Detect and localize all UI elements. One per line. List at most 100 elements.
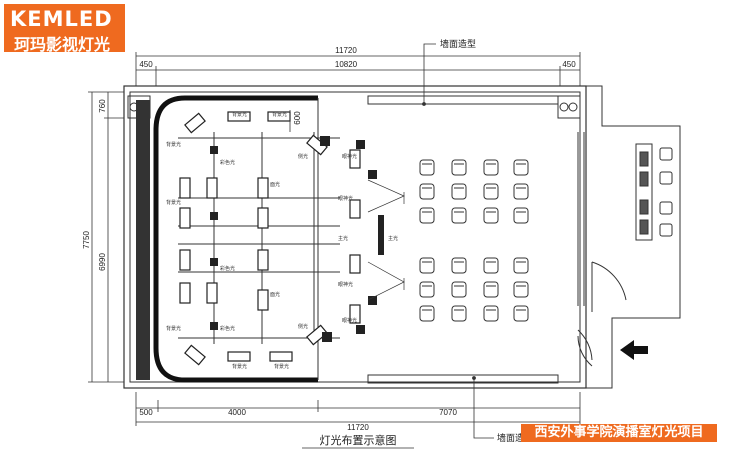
callout-wall-bottom: 墙面造型 [497, 432, 533, 443]
callout-leaders [422, 43, 494, 439]
door-swing [577, 335, 593, 367]
spot-lamp [210, 322, 218, 330]
annex-wall [586, 254, 681, 389]
operator-chair [659, 201, 673, 215]
kemled-logo: KEMLED 珂玛影视灯光 [4, 4, 125, 54]
audience-chair [419, 159, 435, 176]
lamp-label: 背景光 [274, 363, 289, 370]
lamp-labels: 背景光 背景光 背景光 背景光 背景光 背景光 背景光 彩色光 彩色光 彩色光 … [166, 111, 398, 370]
project-title-banner: 西安外事学院演播室灯光项目 [521, 424, 717, 442]
audience-chair [483, 305, 499, 322]
callout-dot [472, 376, 476, 380]
lamp-label: 背景光 [232, 111, 247, 118]
lamp-label: 眼神光 [342, 153, 357, 160]
dim-stage-offset: 600 [293, 111, 302, 125]
lamp-label: 主光 [338, 235, 348, 242]
audience-chair [419, 183, 435, 200]
soft-panel-light [179, 249, 191, 271]
lamp-label: 主光 [388, 235, 398, 242]
soft-panel-light [179, 282, 191, 304]
annex-wall [586, 85, 681, 254]
audience-chair [451, 257, 467, 274]
soft-panel-light [349, 199, 361, 219]
monitor [639, 219, 649, 235]
dim-left-outer: 7750 [82, 231, 91, 249]
spot-lamps [210, 136, 384, 342]
lamp-label: 眼神光 [338, 195, 353, 202]
lamp-label: 背景光 [272, 111, 287, 118]
operator-chair [659, 147, 673, 161]
lamp-label: 眼神光 [338, 281, 353, 288]
audience-chair [513, 183, 529, 200]
audience-chair [483, 183, 499, 200]
soft-panel-light [206, 282, 218, 304]
lamp-label: 面光 [270, 181, 280, 188]
audience-chair [451, 159, 467, 176]
audience-chair [419, 207, 435, 224]
entrance-arrow-icon [620, 340, 648, 360]
audience-chair [419, 305, 435, 322]
audience-chair [483, 207, 499, 224]
lighting-grid [178, 132, 340, 344]
soft-panel-light [179, 207, 191, 229]
cyclorama [153, 95, 318, 383]
lamp-label: 面光 [270, 291, 280, 298]
lamp-label: 彩色光 [220, 325, 235, 332]
soft-panel-light [227, 111, 251, 122]
control-desk [635, 143, 673, 241]
monitor [639, 151, 649, 167]
outer-wall [123, 85, 587, 389]
soft-panel-light [306, 324, 328, 346]
feature-wall-top [367, 95, 559, 105]
audience-chair [419, 281, 435, 298]
building-shell [123, 85, 681, 389]
audience-chair [419, 257, 435, 274]
lamp-label: 侧光 [298, 153, 308, 160]
dim-top-total: 11720 [335, 46, 357, 55]
column-top-right-marker [559, 102, 569, 112]
lamp-label: 侧光 [298, 323, 308, 330]
spot-lamp [368, 296, 377, 305]
spot-lamp [210, 146, 218, 154]
spot-lamp [368, 170, 377, 179]
soft-panel-light [206, 177, 218, 199]
callout-leader [473, 378, 494, 439]
lamp-label: 背景光 [166, 199, 181, 206]
dim-top-right: 450 [562, 60, 576, 69]
soft-panel-light [349, 304, 361, 324]
callout-leader [423, 43, 436, 104]
lamp-label: 彩色光 [220, 265, 235, 272]
lamp-label: 眼神光 [342, 317, 357, 324]
audience-chair [451, 305, 467, 322]
dim-top-inner: 10820 [335, 60, 358, 69]
diagram-caption: 灯光布置示意图 [320, 433, 397, 447]
lamp-label: 彩色光 [220, 159, 235, 166]
door-swing [591, 261, 627, 301]
column-top-right-marker [568, 102, 578, 112]
column-top-right [557, 95, 581, 119]
desk-light-bar [378, 215, 384, 255]
logo-wordmark: KEMLED [10, 7, 113, 31]
dimension-lines [88, 52, 581, 449]
dim-bottom-total: 11720 [347, 423, 369, 432]
soft-panel-light [184, 344, 206, 366]
dim-left-inner: 6990 [98, 253, 107, 271]
lamp-label: 背景光 [232, 363, 247, 370]
door-swing [577, 329, 593, 361]
beam [367, 179, 405, 213]
stage-lamps [179, 111, 361, 366]
soft-panel-light [257, 289, 269, 311]
audience-chair [483, 281, 499, 298]
dim-top-left: 450 [139, 60, 153, 69]
soft-panel-light [349, 149, 361, 169]
inner-wall-line [129, 91, 581, 383]
monitor [639, 171, 649, 187]
audience-chair [513, 281, 529, 298]
audience-chair [483, 257, 499, 274]
dimension-labels: 11720 10820 450 450 7750 6990 760 600 50… [82, 46, 576, 432]
audience-chair [451, 183, 467, 200]
lamp-label: 背景光 [166, 141, 181, 148]
soft-panel-light [227, 351, 251, 362]
soft-panel-light [257, 177, 269, 199]
